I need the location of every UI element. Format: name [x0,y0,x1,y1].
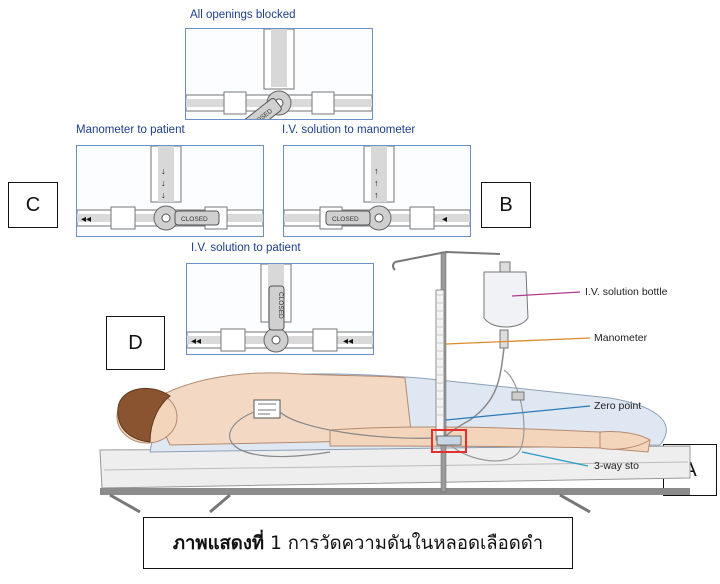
label-manometer: Manometer [594,332,647,344]
figure-caption: ภาพแสดงที่ 1 การวัดความดันในหลอดเลือดดำ [143,517,573,569]
figure-caption-text: 1 การวัดความดันในหลอดเลือดดำ [270,529,543,558]
label-iv-solution-bottle: I.V. solution bottle [585,286,668,298]
label-three-way-stopcock: 3-way sto [594,460,639,472]
figure-caption-bold: ภาพแสดงที่ [173,529,264,558]
label-zero-point: Zero point [594,400,641,412]
